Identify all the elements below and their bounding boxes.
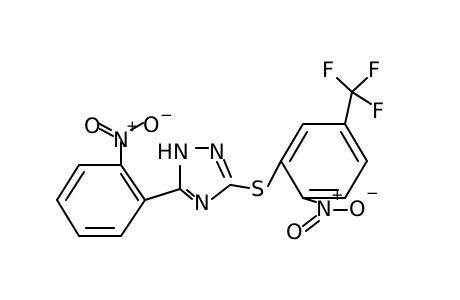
bond (179, 188, 193, 200)
atom-label-n: N (209, 140, 225, 164)
bond (120, 199, 146, 237)
bond-double-inner (186, 189, 195, 197)
atom-label-h: H (157, 140, 173, 164)
bond (230, 184, 250, 189)
atom-label-o: O (286, 220, 303, 244)
bond (351, 77, 368, 93)
bond (56, 199, 80, 237)
bond (280, 160, 304, 199)
bond (344, 91, 353, 125)
bond (130, 122, 144, 131)
bond (144, 188, 181, 201)
top-nitro-group (97, 122, 144, 166)
bond (305, 220, 320, 232)
bond (336, 77, 353, 93)
atom-label-o: O (84, 114, 101, 138)
bond (302, 197, 317, 203)
charge-minus: − (160, 106, 173, 124)
atom-label-f: F (322, 58, 334, 82)
left-benzene-ring (56, 164, 146, 237)
bond (56, 164, 80, 201)
bond (97, 122, 112, 131)
atom-label-n: N (194, 191, 210, 215)
bond (211, 184, 231, 200)
atom-label-n: N (316, 197, 332, 221)
triazole-ring (179, 147, 232, 200)
bond (280, 123, 304, 162)
atom-label-f: F (368, 58, 380, 82)
trifluoromethyl-group (336, 77, 372, 125)
bond (223, 159, 232, 178)
bond-double-inner (120, 173, 139, 201)
charge-minus: − (366, 184, 379, 202)
bond-double-inner (340, 131, 359, 162)
bond (120, 164, 146, 201)
bond (99, 128, 114, 137)
atom-label-f: F (372, 99, 384, 123)
bond (344, 160, 368, 199)
bond (344, 123, 368, 162)
atom-label-o: O (143, 113, 160, 137)
bond-double-inner (216, 161, 225, 178)
right-benzene-ring (280, 123, 368, 199)
atom-label-n: N (173, 140, 189, 164)
bottom-nitro-group (302, 197, 348, 232)
bond (267, 160, 282, 187)
atom-label-o: O (349, 197, 366, 221)
charge-plus: + (331, 186, 344, 204)
bond-double-inner (289, 131, 308, 162)
bond-double-inner (65, 171, 85, 201)
charge-plus: + (126, 117, 139, 135)
atom-label-s: S (251, 177, 264, 201)
bond (302, 215, 317, 227)
bond (351, 91, 372, 105)
atom-label-n: N (113, 128, 129, 152)
